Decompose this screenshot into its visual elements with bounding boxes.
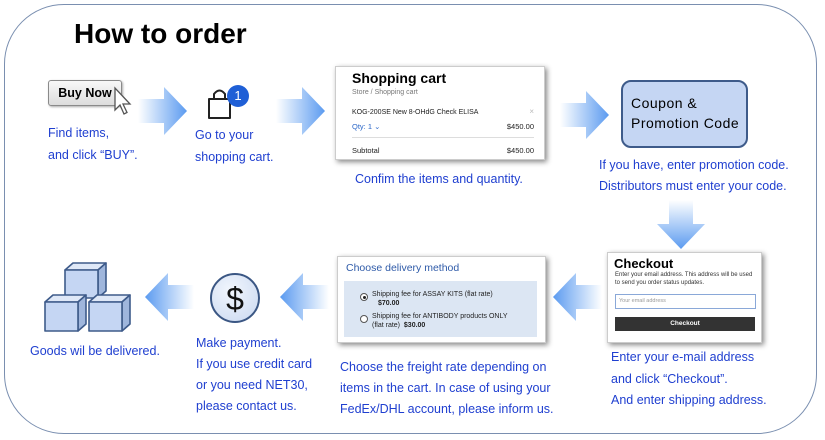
radio-antibody[interactable]	[360, 315, 368, 323]
payment-caption-2: If you use credit card	[196, 357, 313, 371]
cursor-icon	[114, 86, 132, 115]
radio-assay-kits[interactable]	[360, 293, 368, 301]
buy-now-button[interactable]: Buy Now	[48, 80, 122, 106]
cart-badge: 1	[234, 88, 242, 103]
delivery-caption-3: FedEx/DHL account, please inform us.	[340, 402, 554, 416]
coupon-caption-2: Distributors must enter your code.	[599, 179, 787, 193]
arrow-left-icon	[553, 273, 602, 321]
breadcrumb: Store / Shopping cart	[352, 89, 418, 96]
delivery-caption-2: items in the cart. In case of using your	[340, 381, 551, 395]
cart-title: Shopping cart	[352, 70, 447, 86]
option-assay-price: $70.00	[378, 299, 400, 307]
payment-caption-3: or you need NET30,	[196, 378, 308, 392]
coupon-code-box: Coupon & Promotion Code	[621, 80, 748, 148]
subtotal-value: $450.00	[506, 146, 534, 155]
arrow-left-icon	[145, 273, 194, 321]
arrow-down-icon	[657, 200, 705, 249]
cart-item-name: KOG-200SE New 8-OHdG Check ELISA	[352, 109, 479, 116]
delivery-method-panel: Choose delivery method Shipping fee for …	[337, 256, 546, 343]
quantity-label: Qty: 1	[352, 122, 373, 131]
checkout-button[interactable]: Checkout	[615, 317, 755, 331]
dollar-icon: $	[210, 273, 260, 323]
cart-icon-caption-2: shopping cart.	[195, 150, 274, 164]
remove-item-icon[interactable]: ×	[529, 107, 534, 116]
option-antibody-label: Shipping fee for ANTIBODY products ONLY	[372, 313, 508, 320]
shopping-bag-icon	[208, 85, 249, 119]
page-title: How to order	[74, 18, 247, 49]
cart-icon-caption-1: Go to your	[195, 128, 254, 142]
option-assay-kits[interactable]: Shipping fee for ASSAY KITS (flat rate) …	[372, 291, 493, 308]
delivery-options: Shipping fee for ASSAY KITS (flat rate) …	[344, 281, 537, 337]
boxes-icon	[44, 262, 131, 332]
option-antibody-label-2: (flat rate) $30.00	[372, 321, 426, 329]
checkout-panel: Checkout Enter your email address. This …	[607, 252, 762, 343]
payment-caption-1: Make payment.	[196, 336, 282, 350]
checkout-description: Enter your email address. This address w…	[615, 272, 753, 286]
arrow-right-icon	[560, 91, 609, 139]
quantity-select[interactable]: Qty: 1 ⌄	[352, 122, 380, 131]
option-assay-label: Shipping fee for ASSAY KITS (flat rate)	[372, 291, 493, 298]
divider	[352, 137, 534, 138]
payment-caption-4: please contact us.	[196, 399, 297, 413]
arrow-right-icon	[276, 87, 325, 135]
coupon-caption-1: If you have, enter promotion code.	[599, 158, 789, 172]
cart-item-price: $450.00	[506, 122, 534, 131]
chevron-down-icon: ⌄	[374, 122, 381, 131]
checkout-caption-3: And enter shipping address.	[611, 393, 767, 407]
checkout-title: Checkout	[614, 256, 674, 271]
coupon-line-2: Promotion Code	[631, 115, 740, 131]
email-input[interactable]: Your email address	[615, 294, 756, 309]
option-antibody[interactable]: Shipping fee for ANTIBODY products ONLY …	[372, 313, 508, 330]
checkout-caption-2: and click “Checkout”.	[611, 372, 728, 386]
coupon-line-1: Coupon &	[631, 95, 698, 111]
cart-caption: Confim the items and quantity.	[355, 172, 523, 186]
buy-caption-2: and click “BUY”.	[48, 148, 138, 162]
shopping-cart-panel: Shopping cart Store / Shopping cart KOG-…	[335, 66, 545, 160]
delivery-caption-1: Choose the freight rate depending on	[340, 360, 547, 374]
delivery-title: Choose delivery method	[346, 262, 460, 274]
arrow-right-icon	[138, 87, 187, 135]
subtotal-label: Subtotal	[352, 146, 380, 155]
delivered-caption: Goods wil be delivered.	[30, 344, 160, 358]
checkout-caption-1: Enter your e-mail address	[611, 350, 755, 364]
buy-caption-1: Find items,	[48, 126, 110, 140]
arrow-left-icon	[280, 273, 329, 321]
